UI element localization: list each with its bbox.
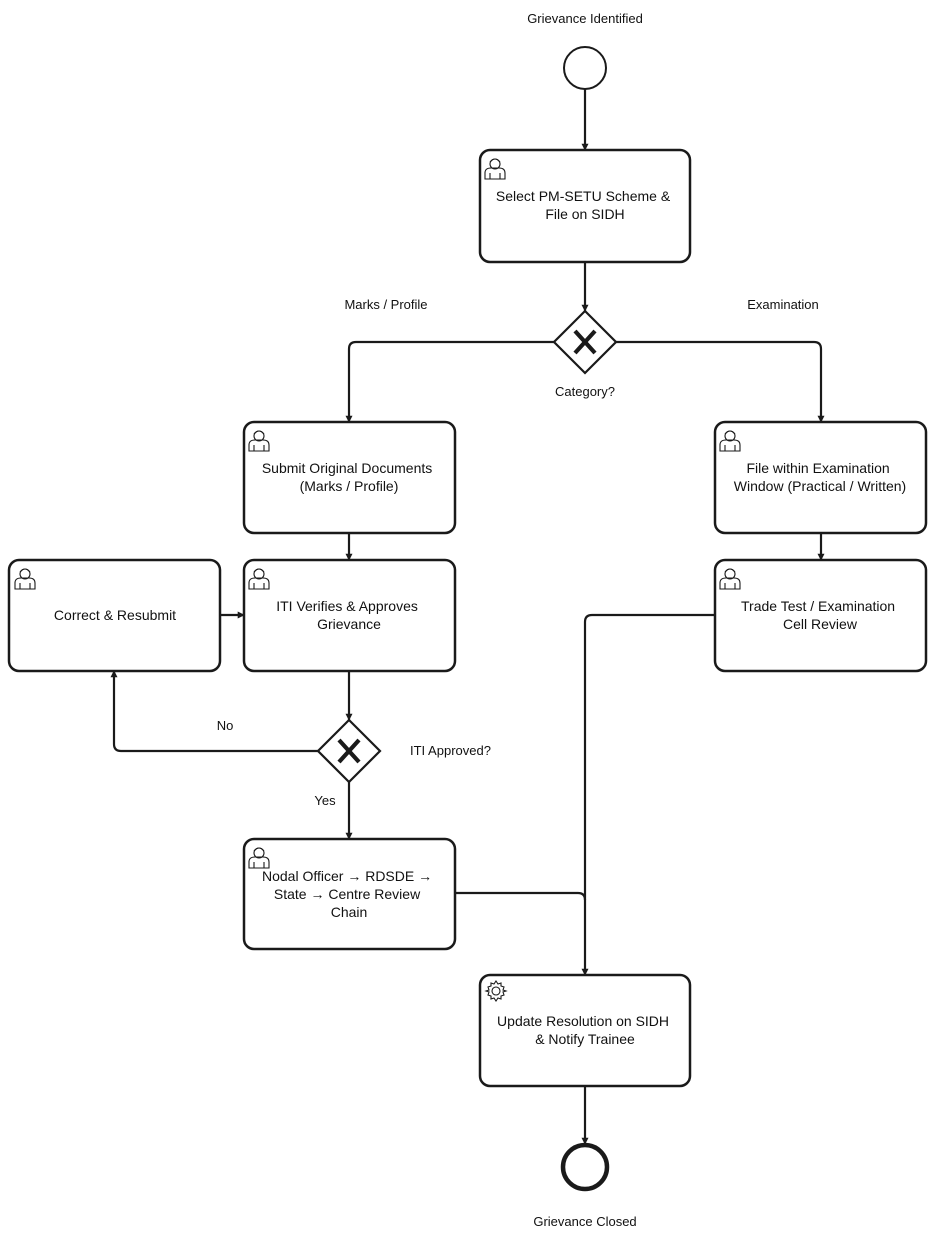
task-label-line: & Notify Trainee <box>535 1031 635 1047</box>
task-label-line: Grievance <box>317 616 381 632</box>
task-correct-resubmit[interactable]: Correct & Resubmit <box>7 558 222 673</box>
task-label-line: Update Resolution on SIDH <box>497 1013 669 1029</box>
task-label-line: (Marks / Profile) <box>300 478 399 494</box>
task-label-line: File on SIDH <box>545 206 624 222</box>
svg-text:Select PM-SETU Scheme &: Select PM-SETU Scheme & File on SIDH <box>496 188 674 222</box>
flow-label-marks-profile: Marks / Profile <box>344 297 427 312</box>
task-label-line: Submit Original Documents <box>262 460 432 476</box>
svg-text:Trade Test / Examination: Trade Test / Examination Cell Review <box>741 598 899 632</box>
gateway-iti-approved-label: ITI Approved? <box>410 743 491 758</box>
task-label-line: ITI Verifies & Approves <box>276 598 418 614</box>
sequence-flows <box>110 88 825 1145</box>
flow-category-marks-profile <box>345 340 554 423</box>
svg-text:Correct & Resubmit: Correct & Resubmit <box>54 607 176 623</box>
flow-label-yes: Yes <box>314 793 336 808</box>
task-label-line: State → Centre Review <box>274 886 421 902</box>
task-file-examination[interactable]: File within Examination Window (Practica… <box>713 420 928 535</box>
task-trade-test[interactable]: Trade Test / Examination Cell Review <box>713 558 928 673</box>
task-label-line: Correct & Resubmit <box>54 607 176 623</box>
task-label-line: Chain <box>331 904 368 920</box>
task-submit-documents[interactable]: Submit Original Documents (Marks / Profi… <box>242 420 457 535</box>
svg-text:Update Resolution on SIDH: Update Resolution on SIDH & Notify Train… <box>497 1013 673 1047</box>
svg-text:Nodal Officer → RDSDE →: Nodal Officer → RDSDE → State → Centre R… <box>262 868 436 920</box>
flow-nodal-to-update <box>455 891 587 901</box>
svg-text:ITI Verifies & Approves: ITI Verifies & Approves Grievance <box>276 598 422 632</box>
task-iti-verifies[interactable]: ITI Verifies & Approves Grievance <box>242 558 457 673</box>
flow-label-examination: Examination <box>747 297 819 312</box>
task-select-scheme[interactable]: Select PM-SETU Scheme & File on SIDH <box>478 148 692 264</box>
svg-text:Submit Original Documents: Submit Original Documents (Marks / Profi… <box>262 460 436 494</box>
task-update-resolution[interactable]: Update Resolution on SIDH & Notify Train… <box>478 973 692 1088</box>
gateway-category <box>552 309 618 375</box>
flow-approved-no <box>110 670 318 753</box>
flow-label-no: No <box>217 718 234 733</box>
start-event <box>563 46 607 90</box>
task-label-line: Trade Test / Examination <box>741 598 895 614</box>
start-event-label: Grievance Identified <box>527 11 643 26</box>
gateway-category-label: Category? <box>555 384 615 399</box>
task-label-line: Select PM-SETU Scheme & <box>496 188 671 204</box>
flow-category-examination <box>616 340 825 423</box>
flow-tradetest-to-update <box>581 613 715 976</box>
task-nodal-review-chain[interactable]: Nodal Officer → RDSDE → State → Centre R… <box>242 837 457 951</box>
task-label-line: Cell Review <box>783 616 858 632</box>
task-label-line: File within Examination <box>746 460 889 476</box>
svg-text:File within Examination: File within Examination Window (Practica… <box>734 460 906 494</box>
task-label-line: Nodal Officer → RDSDE → <box>262 868 432 884</box>
task-label-line: Window (Practical / Written) <box>734 478 906 494</box>
end-event-label: Grievance Closed <box>533 1214 636 1229</box>
gateway-iti-approved <box>316 718 382 784</box>
end-event <box>560 1142 610 1192</box>
